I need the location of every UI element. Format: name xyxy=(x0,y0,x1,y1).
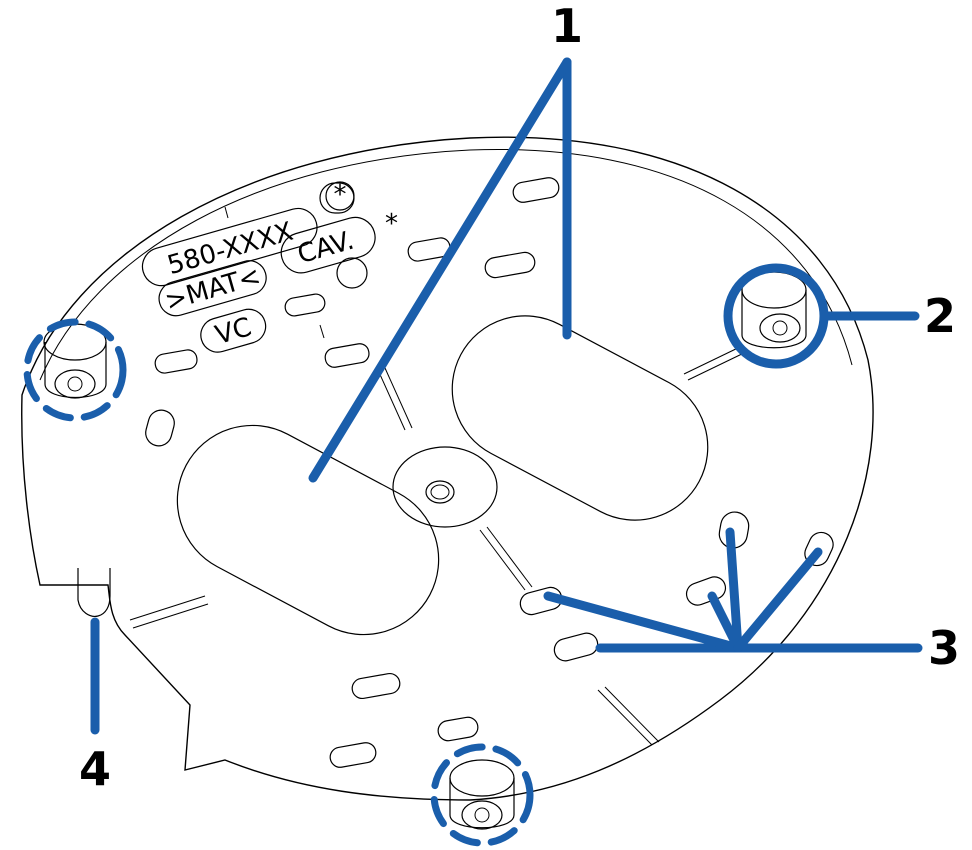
plate-outline xyxy=(21,136,874,801)
dashed-circle-left xyxy=(23,318,127,422)
svg-text:2: 2 xyxy=(924,289,956,343)
callout-1: 1 xyxy=(308,0,583,483)
svg-text:3: 3 xyxy=(928,621,960,675)
svg-text:1: 1 xyxy=(551,0,583,53)
screw-top-right xyxy=(741,271,807,349)
center-boss xyxy=(392,446,498,528)
plate-tab xyxy=(77,568,111,617)
svg-text:*: * xyxy=(385,209,398,239)
svg-text:*: * xyxy=(334,180,347,210)
large-openings xyxy=(176,315,709,636)
opening-left xyxy=(176,424,440,636)
opening-right xyxy=(451,315,709,521)
rib-lines xyxy=(129,206,747,746)
mounting-plate xyxy=(21,136,874,801)
callout-3: 3 xyxy=(543,527,960,675)
callout-2: 2 xyxy=(723,263,956,369)
plate-inner-edge xyxy=(39,148,853,381)
optional-screw-highlights xyxy=(23,318,534,847)
screw-bottom xyxy=(449,759,515,830)
callout-4: 4 xyxy=(79,617,111,796)
dashed-circle-bottom xyxy=(430,743,534,847)
svg-text:4: 4 xyxy=(79,742,111,796)
